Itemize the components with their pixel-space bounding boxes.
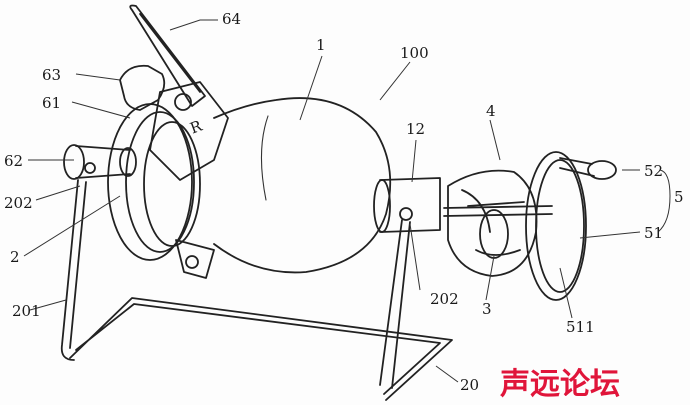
- label-5: 5: [674, 188, 684, 206]
- label-12: 12: [406, 120, 425, 138]
- label-62: 62: [4, 152, 23, 170]
- stamp-r: R: [188, 116, 205, 137]
- bulb-highlight: [260, 115, 269, 201]
- ring-knob: [587, 160, 617, 180]
- label-202-right: 202: [430, 290, 459, 308]
- outer-ring-inner: [535, 159, 585, 293]
- left-stand-wire: [60, 179, 87, 361]
- cage-bars: [461, 189, 525, 256]
- label-64: 64: [222, 10, 241, 28]
- lever-handle: [129, 4, 206, 107]
- left-knob: [63, 144, 85, 180]
- bulb-body: [213, 97, 392, 274]
- nozzle-end: [373, 179, 391, 233]
- label-2: 2: [10, 248, 20, 266]
- flange-ring: [125, 111, 195, 253]
- left-pivot-pin: [84, 162, 96, 174]
- label-20: 20: [460, 376, 479, 394]
- flange-inner: [143, 121, 201, 247]
- pivot-hole: [174, 93, 192, 111]
- label-51: 51: [644, 224, 663, 242]
- shaft-collar: [119, 147, 137, 177]
- label-61: 61: [42, 94, 61, 112]
- right-stand-wire: [379, 219, 411, 389]
- label-4: 4: [486, 102, 496, 120]
- label-63: 63: [42, 66, 61, 84]
- clamp-arm: [119, 64, 166, 111]
- outer-ring: [525, 151, 587, 301]
- right-pivot-pin: [399, 207, 413, 221]
- leaders: [23, 19, 641, 383]
- label-1: 1: [316, 36, 326, 54]
- cage-frame: [447, 169, 538, 277]
- label-100: 100: [400, 44, 429, 62]
- housing-bracket: [149, 81, 229, 181]
- left-shaft: [75, 145, 131, 179]
- label-52: 52: [644, 162, 663, 180]
- label-3: 3: [482, 300, 492, 318]
- ring-stem: [559, 157, 595, 177]
- base-wire-frame: [69, 297, 453, 401]
- nozzle: [379, 177, 441, 233]
- cross-rod: [443, 205, 553, 217]
- lower-tab: [175, 239, 215, 279]
- inner-cup: [479, 209, 509, 259]
- flange-outer: [107, 103, 193, 261]
- watermark-text: 声远论坛: [500, 367, 620, 402]
- label-511: 511: [566, 318, 595, 336]
- label-201: 201: [12, 302, 41, 320]
- bracket-5: [657, 169, 671, 233]
- lower-tab-hole: [185, 255, 199, 269]
- label-202-left: 202: [4, 194, 33, 212]
